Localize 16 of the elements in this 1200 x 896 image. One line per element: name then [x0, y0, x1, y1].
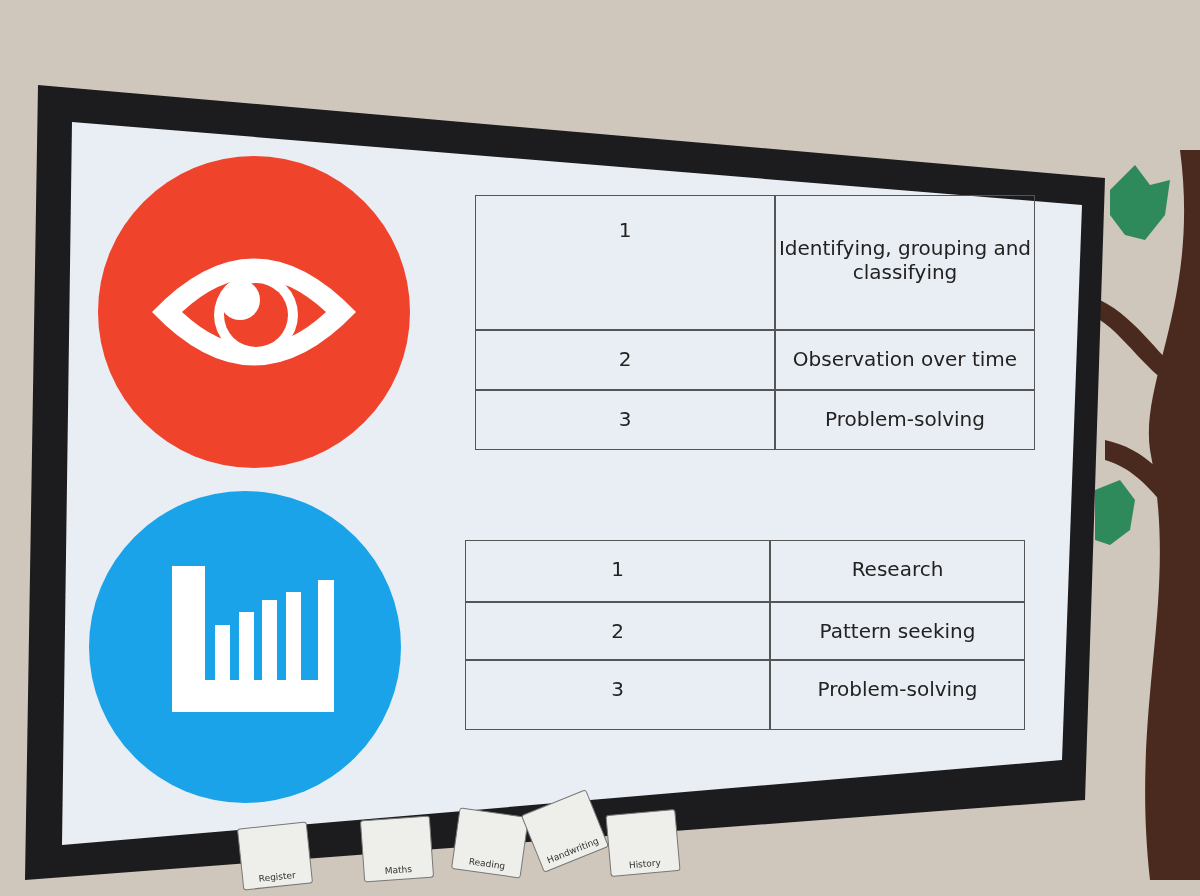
skill-cell: Observation over time: [775, 330, 1035, 390]
skill-cell: Problem-solving: [775, 390, 1035, 450]
row-number-cell: 2: [465, 602, 770, 660]
card-label: History: [627, 856, 663, 872]
row-number-cell: 1: [465, 540, 770, 602]
row-number-cell: 1: [475, 195, 775, 330]
card-label: Reading: [467, 855, 507, 874]
row-number-cell: 3: [475, 390, 775, 450]
card-label: Register: [257, 869, 298, 886]
row-number-cell: 2: [475, 330, 775, 390]
skill-cell: Identifying, grouping and classifying: [775, 195, 1035, 330]
card-label: Maths: [383, 863, 414, 878]
skill-cell: Research: [770, 540, 1025, 602]
row-number-cell: 3: [465, 660, 770, 730]
skill-cell: Problem-solving: [770, 660, 1025, 730]
skill-cell: Pattern seeking: [770, 602, 1025, 660]
